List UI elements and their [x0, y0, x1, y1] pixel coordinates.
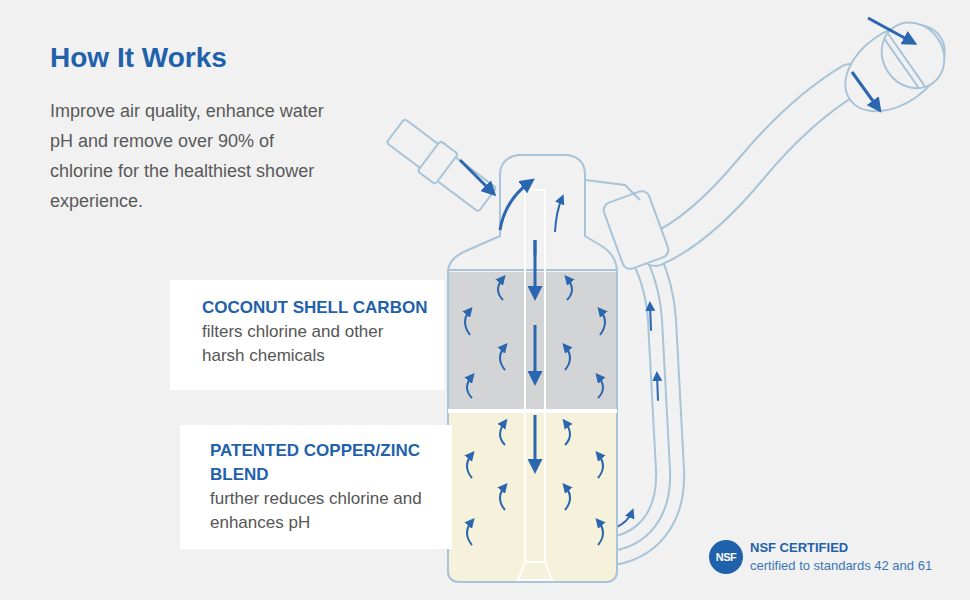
certification-title: NSF CERTIFIED [750, 540, 960, 556]
callout-body: filters chlorine and other harsh chemica… [202, 320, 428, 368]
callout-heading: PATENTED COPPER/ZINC BLEND [210, 439, 436, 487]
callout-heading: COCONUT SHELL CARBON [202, 296, 428, 320]
shower-head [829, 7, 960, 129]
flow-arrows [460, 160, 605, 545]
badge-text: NSF [716, 552, 737, 563]
intro-text: Improve air quality, enhance water pH an… [50, 96, 325, 216]
shower-handle [601, 80, 850, 271]
inlet-pipe [384, 116, 499, 216]
certification-note: certified to standards 42 and 61 [750, 558, 965, 574]
filter-housing [448, 155, 640, 583]
nsf-badge: NSF [709, 540, 743, 574]
callout-box: COCONUT SHELL CARBONfilters chlorine and… [170, 280, 444, 390]
page-title: How It Works [50, 42, 227, 74]
callout-body: further reduces chlorine and enhances pH [210, 487, 436, 535]
callout-box: PATENTED COPPER/ZINC BLENDfurther reduce… [180, 425, 452, 549]
